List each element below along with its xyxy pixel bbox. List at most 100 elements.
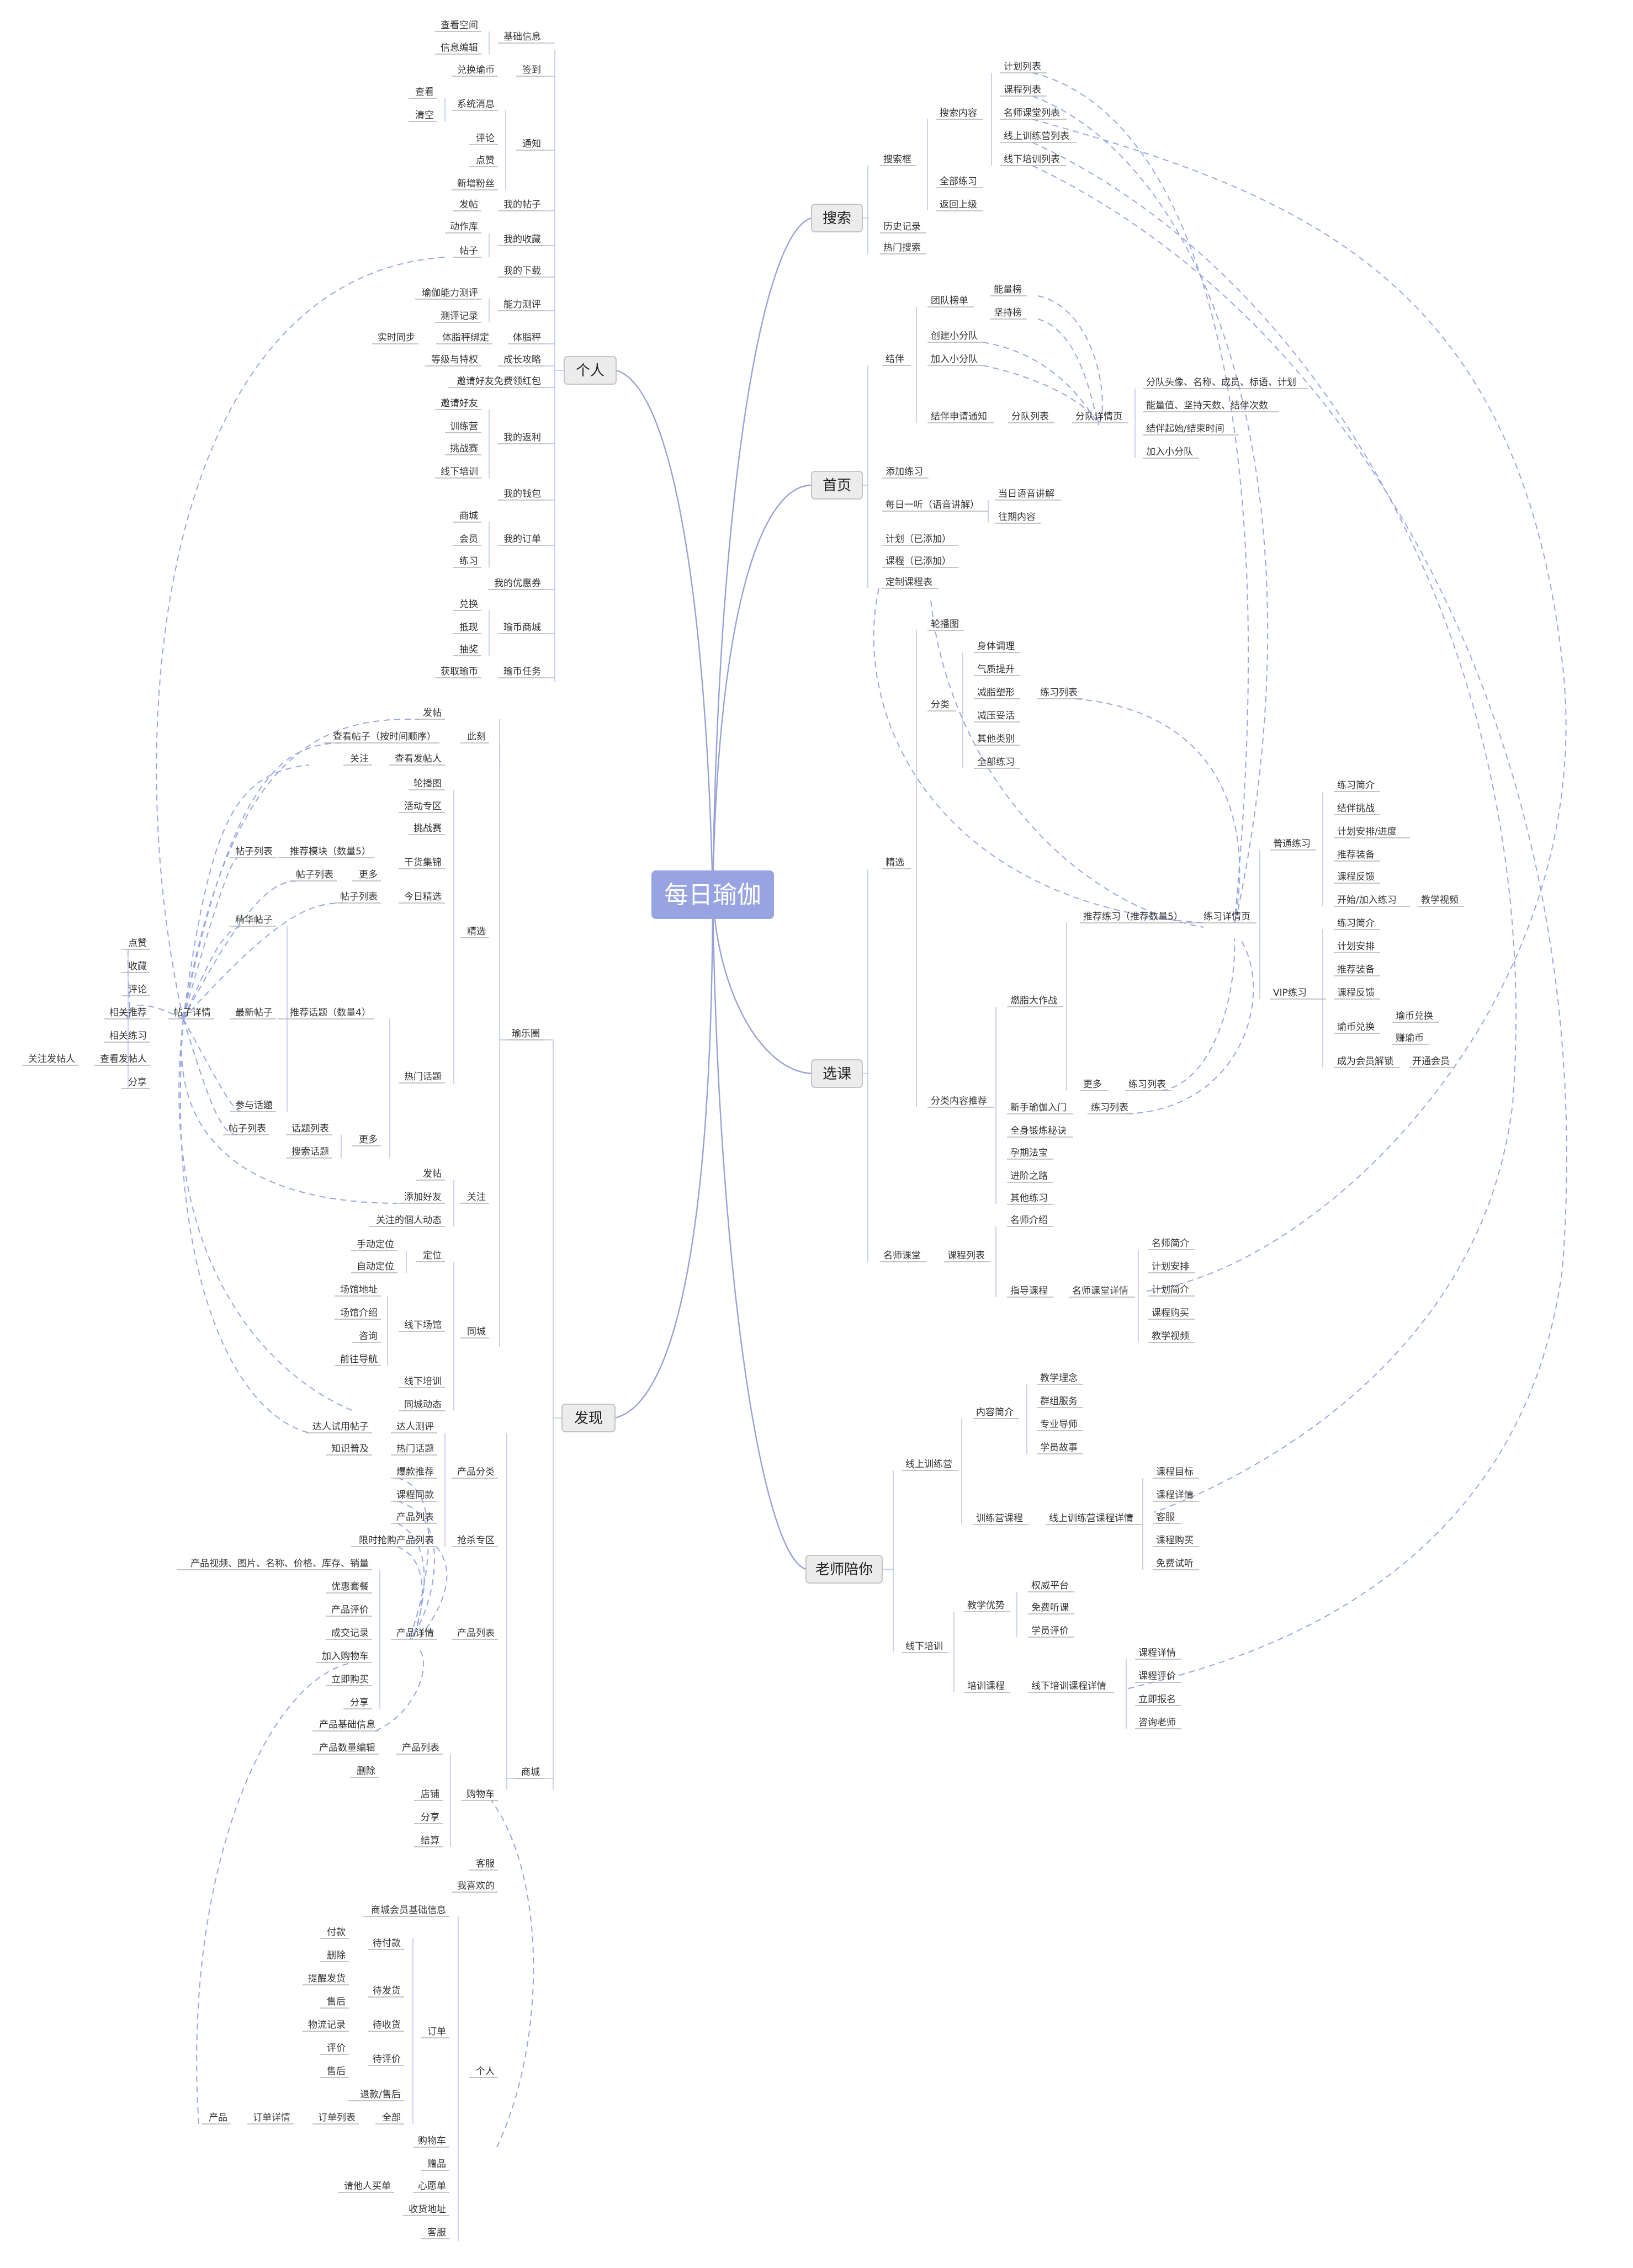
- node-personal-comment: 评论: [469, 133, 498, 145]
- node-discover-rel-rec: 相关推荐: [104, 1007, 150, 1019]
- label-choose-other: 其他类别: [977, 734, 1015, 745]
- label-personal-yoga-test: 瑜伽能力测评: [422, 288, 478, 299]
- label-choose-advance: 进阶之路: [1010, 1171, 1048, 1182]
- node-home-plan-added: 计划（已添加）: [882, 534, 958, 546]
- label-discover-rec-topic: 推荐话题（数量4）: [290, 1007, 371, 1018]
- label-choose-coin-redeem: 瑜币兑换: [1396, 1011, 1433, 1022]
- label-choose-challenge: 结伴挑战: [1337, 803, 1375, 814]
- node-teacher-goal: 课程目标: [1153, 1467, 1199, 1479]
- label-choose-slim: 减脂塑形: [977, 687, 1015, 698]
- label-home-today-voice: 当日语音讲解: [998, 488, 1054, 500]
- node-home-team-stats: 能量值、坚持天数、结伴次数: [1143, 400, 1279, 412]
- label-discover-deal: 成交记录: [331, 1628, 369, 1639]
- label-teacher-offline: 线下培训: [905, 1641, 943, 1652]
- label-home-team-rank: 团队榜单: [931, 295, 968, 306]
- label-teacher-mentor: 专业导师: [1040, 1419, 1078, 1430]
- cross-link-1: [1032, 95, 1269, 917]
- node-choose-earn: 赚瑜币: [1392, 1033, 1429, 1045]
- label-personal-orders: 我的订单: [503, 534, 541, 545]
- label-choose-become-member: 成为会员解锁: [1337, 1056, 1393, 1067]
- node-discover-more: 更多: [352, 1134, 381, 1146]
- label-personal-growth: 成长攻略: [503, 354, 541, 365]
- node-teacher-service: 客服: [1153, 1512, 1181, 1524]
- label-personal-basic-info: 基础信息: [503, 31, 541, 43]
- node-choose-gear: 推荐装备: [1334, 849, 1380, 862]
- node-discover-service2: 客服: [421, 2227, 449, 2239]
- node-search-offline-list: 线下培训列表: [1000, 154, 1067, 166]
- node-search-back: 返回上级: [936, 199, 983, 211]
- label-discover-request: 请他人买单: [344, 2181, 391, 2192]
- node-search-all-practice: 全部练习: [936, 176, 983, 188]
- label-discover-dry: 干货集锦: [404, 857, 442, 868]
- label-discover-product: 产品: [209, 2112, 227, 2123]
- label-discover-hot-topic: 热门话题: [404, 1071, 442, 1082]
- label-search-back: 返回上级: [940, 199, 977, 210]
- node-discover-guanzhu: 关注: [460, 1192, 489, 1204]
- label-discover-manual-loc: 手动定位: [357, 1239, 394, 1250]
- label-discover-to-receive: 待收货: [373, 2020, 401, 2031]
- node-discover-prod-review: 产品评价: [326, 1605, 372, 1617]
- node-discover-hot-topic2: 热门话题: [391, 1443, 437, 1456]
- node-choose-course-list: 课程列表: [944, 1250, 990, 1262]
- node-discover-d-like: 点赞: [121, 938, 150, 950]
- cross-link-14: [183, 718, 420, 1019]
- label-choose-beginner: 新手瑜伽入门: [1010, 1102, 1067, 1113]
- node-discover-expert-test: 达人测评: [391, 1421, 437, 1433]
- main-topic-4[interactable]: 选课: [811, 1059, 863, 1088]
- node-home-team-fields: 分队头像、名称、成员、标语、计划: [1143, 377, 1308, 389]
- main-topic-0[interactable]: 个人: [564, 356, 617, 385]
- node-discover-add-cart: 加入购物车: [316, 1651, 372, 1663]
- cross-link-6: [1037, 318, 1099, 426]
- label-discover-venue: 线下场馆: [404, 1320, 442, 1331]
- label-home-team-detail: 分队详情页: [1075, 411, 1122, 422]
- node-personal-ability-test: 能力测评: [498, 299, 544, 311]
- node-discover-remind: 提醒发货: [303, 1973, 349, 1985]
- label-discover-navigate: 前往导航: [340, 1354, 378, 1365]
- label-choose-full-body: 全身锻炼秘诀: [1010, 1125, 1067, 1136]
- node-discover-hot-topic: 热门话题: [399, 1071, 445, 1083]
- label-search-content: 搜索内容: [940, 108, 977, 119]
- node-discover-follow-poster: 关注发帖人: [22, 1054, 78, 1066]
- tree-connectors: [128, 31, 1323, 2241]
- label-discover-prod-cat: 产品分类: [457, 1467, 495, 1478]
- main-topic-box: [811, 1059, 863, 1088]
- central-node[interactable]: 每日瑜伽: [651, 870, 774, 919]
- main-topic-1[interactable]: 发现: [561, 1404, 616, 1432]
- node-discover-share: 分享: [121, 1077, 150, 1089]
- node-choose-relax: 减压妥活: [974, 710, 1020, 723]
- label-choose-all: 全部练习: [977, 757, 1015, 768]
- node-discover-logistics: 物流记录: [303, 2020, 349, 2032]
- label-discover-to-review: 待评价: [373, 2054, 401, 2065]
- label-discover-order-detail: 订单详情: [253, 2112, 290, 2123]
- main-topic-3[interactable]: 首页: [811, 471, 863, 500]
- node-choose-other: 其他类别: [974, 734, 1020, 746]
- cross-link-22: [183, 1018, 238, 1135]
- label-personal-get-coin: 获取瑜币: [441, 666, 478, 677]
- label-personal-signin: 签到: [522, 65, 541, 76]
- label-search-course-list: 课程列表: [1004, 84, 1041, 95]
- node-discover-review: 评价: [320, 2043, 349, 2055]
- node-search-box: 搜索框: [880, 154, 916, 166]
- node-choose-advance: 进阶之路: [1007, 1171, 1053, 1183]
- label-personal-edit-info: 信息编辑: [441, 43, 478, 54]
- label-discover-cart: 购物车: [466, 1789, 495, 1800]
- cross-link-30: [397, 1501, 435, 1640]
- cross-link-21: [183, 1018, 241, 1112]
- node-home-past: 往期内容: [995, 512, 1041, 524]
- main-topic-5[interactable]: 老师陪你: [805, 1555, 883, 1584]
- label-personal-comment: 评论: [476, 133, 495, 144]
- main-topic-2[interactable]: 搜索: [811, 204, 863, 232]
- label-choose-practice-list: 练习列表: [1040, 687, 1078, 698]
- node-home-daily-listen: 每日一听（语音讲解）: [882, 500, 988, 512]
- label-home-join-team2: 加入小分队: [1146, 447, 1193, 458]
- label-discover-rel-rec: 相关推荐: [109, 1007, 147, 1018]
- label-discover-more: 更多: [359, 869, 378, 880]
- label-choose-feedback: 课程反馈: [1337, 872, 1375, 883]
- node-discover-flash: 限时抢购产品列表: [351, 1535, 437, 1547]
- node-discover-after2: 售后: [320, 2066, 349, 2078]
- label-teacher-group: 群组服务: [1040, 1396, 1078, 1407]
- node-choose-master-detail: 名师课堂详情: [1069, 1286, 1135, 1298]
- label-choose-plan-progress: 计划安排/进度: [1337, 826, 1397, 837]
- label-personal-mall: 商城: [459, 511, 478, 522]
- label-discover-post-list: 帖子列表: [296, 869, 333, 880]
